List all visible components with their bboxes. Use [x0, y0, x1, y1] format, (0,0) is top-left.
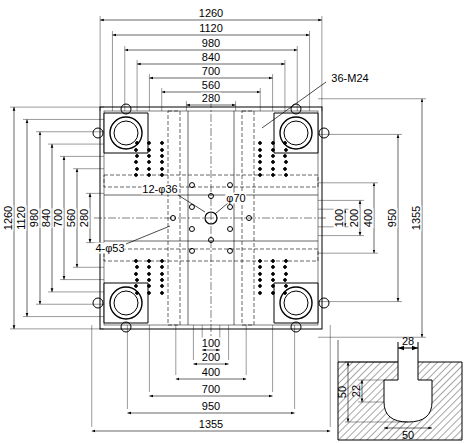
- callout-label: 36-M24: [330, 73, 369, 84]
- dimension-label: 840: [201, 52, 221, 63]
- dimension-label: 22: [351, 384, 362, 398]
- dimension-label: 100: [201, 338, 221, 349]
- dimension-label: 280: [201, 93, 221, 104]
- dimension-label: 200: [349, 208, 360, 228]
- dimension-label: 280: [79, 208, 90, 228]
- dimension-label: 400: [201, 367, 221, 378]
- dimension-label: 1260: [198, 8, 224, 19]
- dimension-label: 980: [29, 208, 40, 228]
- dimension-label: 700: [201, 66, 221, 77]
- dimension-label: 840: [41, 208, 52, 228]
- dimension-label: 50: [337, 385, 348, 399]
- dimension-label: 1120: [198, 23, 224, 34]
- dimension-label: 28: [401, 336, 415, 347]
- callout-label: 12-φ36: [141, 184, 178, 195]
- dimension-label: 100: [334, 208, 345, 228]
- dimension-label: 50: [401, 430, 415, 441]
- dimension-label: 700: [53, 208, 64, 228]
- callout-label: φ70: [225, 193, 246, 204]
- dimension-label: 950: [387, 208, 398, 228]
- dimension-label: 200: [201, 352, 221, 363]
- dimension-label: 400: [363, 208, 374, 228]
- dimension-label: 980: [201, 38, 221, 49]
- dimension-label: 1355: [411, 205, 422, 231]
- dimension-label: 950: [201, 401, 221, 412]
- dimension-label: 560: [201, 80, 221, 91]
- dimension-label: 1355: [198, 419, 224, 430]
- dimension-label: 1120: [16, 205, 27, 231]
- dimension-label: 1260: [3, 205, 14, 231]
- callout-label: 4-φ53: [94, 243, 125, 254]
- dimension-label: 700: [201, 384, 221, 395]
- dimension-label: 560: [66, 208, 77, 228]
